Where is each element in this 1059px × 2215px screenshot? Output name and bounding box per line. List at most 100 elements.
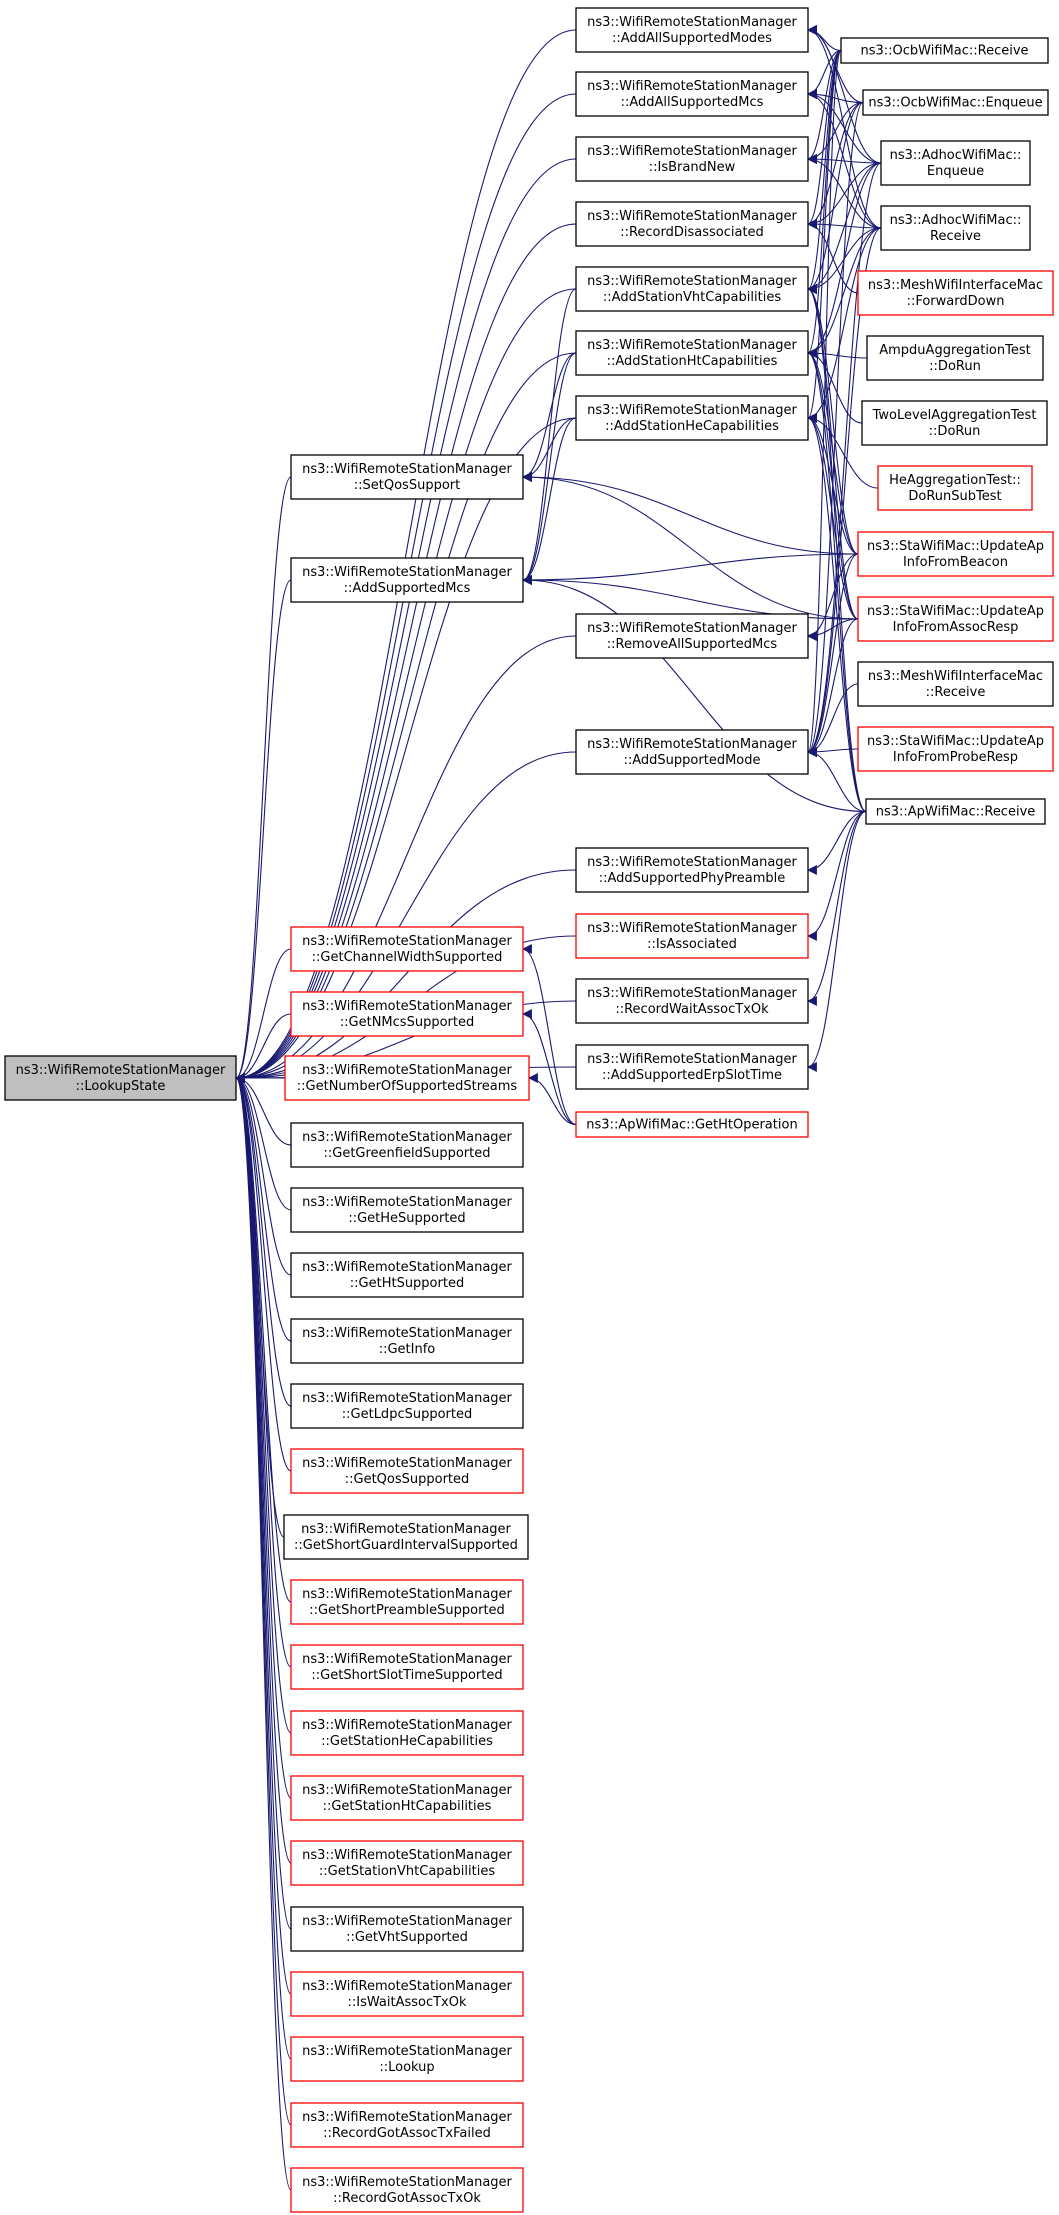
node-addHe[interactable]: ns3::WifiRemoteStationManager::AddStatio… bbox=[575, 395, 809, 441]
node-box bbox=[290, 1971, 524, 2017]
node-box bbox=[575, 266, 809, 312]
node-getChanWidth[interactable]: ns3::WifiRemoteStationManager::GetChanne… bbox=[290, 926, 524, 972]
node-getHt[interactable]: ns3::WifiRemoteStationManager::GetHtSupp… bbox=[290, 1252, 524, 1298]
node-box bbox=[575, 71, 809, 117]
node-getLdpc[interactable]: ns3::WifiRemoteStationManager::GetLdpcSu… bbox=[290, 1383, 524, 1429]
node-box bbox=[575, 847, 809, 893]
node-heAgg[interactable]: HeAggregationTest::DoRunSubTest bbox=[877, 465, 1033, 511]
node-isWaitAssoc[interactable]: ns3::WifiRemoteStationManager::IsWaitAss… bbox=[290, 1971, 524, 2017]
node-meshFwd[interactable]: ns3::MeshWifiInterfaceMac::ForwardDown bbox=[857, 270, 1054, 316]
node-label: Enqueue bbox=[927, 164, 984, 179]
node-label: ns3::WifiRemoteStationManager bbox=[302, 1652, 512, 1667]
node-box bbox=[290, 991, 524, 1037]
node-addAllModes[interactable]: ns3::WifiRemoteStationManager::AddAllSup… bbox=[575, 7, 809, 53]
node-label: ns3::OcbWifiMac::Receive bbox=[860, 44, 1028, 59]
node-apHtOp[interactable]: ns3::ApWifiMac::GetHtOperation bbox=[575, 1111, 809, 1138]
node-adhocEnq[interactable]: ns3::AdhocWifiMac::Enqueue bbox=[880, 140, 1031, 186]
node-label: ::DoRun bbox=[929, 359, 981, 374]
node-apRecv[interactable]: ns3::ApWifiMac::Receive bbox=[865, 798, 1046, 825]
node-getGreenfield[interactable]: ns3::WifiRemoteStationManager::GetGreenf… bbox=[290, 1122, 524, 1168]
node-staProbe[interactable]: ns3::StaWifiMac::UpdateApInfoFromProbeRe… bbox=[857, 726, 1054, 772]
edge-addHt-to-setQos bbox=[522, 352, 577, 482]
node-getShortSlot[interactable]: ns3::WifiRemoteStationManager::GetShortS… bbox=[290, 1644, 524, 1690]
node-addAllMcs[interactable]: ns3::WifiRemoteStationManager::AddAllSup… bbox=[575, 71, 809, 117]
node-getNStreams[interactable]: ns3::WifiRemoteStationManager::GetNumber… bbox=[284, 1055, 530, 1101]
node-label: ns3::WifiRemoteStationManager bbox=[302, 999, 512, 1014]
node-getShortGI[interactable]: ns3::WifiRemoteStationManager::GetShortG… bbox=[283, 1514, 529, 1560]
node-label: ::ForwardDown bbox=[907, 294, 1005, 309]
node-label: ::RecordWaitAssocTxOk bbox=[615, 1002, 769, 1017]
node-label: ::RemoveAllSupportedMcs bbox=[607, 637, 778, 652]
node-getVht[interactable]: ns3::WifiRemoteStationManager::GetVhtSup… bbox=[290, 1906, 524, 1952]
node-label: InfoFromAssocResp bbox=[893, 620, 1019, 635]
edge-getShortPreamble-to-root bbox=[235, 1073, 292, 1603]
node-label: ::GetShortPreambleSupported bbox=[309, 1603, 505, 1618]
node-recordGotFailed[interactable]: ns3::WifiRemoteStationManager::RecordGot… bbox=[290, 2102, 524, 2148]
node-getStaHt[interactable]: ns3::WifiRemoteStationManager::GetStatio… bbox=[290, 1775, 524, 1821]
edge-ocbRecv-to-addMode bbox=[807, 49, 842, 757]
node-twoLevel[interactable]: TwoLevelAggregationTest::DoRun bbox=[861, 400, 1048, 446]
node-label: ns3::WifiRemoteStationManager bbox=[587, 921, 797, 936]
edge-addPhyPreamble-to-root bbox=[235, 869, 577, 1083]
node-label: ns3::StaWifiMac::UpdateAp bbox=[867, 734, 1044, 749]
node-getInfo[interactable]: ns3::WifiRemoteStationManager::GetInfo bbox=[290, 1318, 524, 1364]
node-label: ::AddSupportedPhyPreamble bbox=[599, 871, 786, 886]
node-meshRecv[interactable]: ns3::MeshWifiInterfaceMac::Receive bbox=[857, 661, 1054, 707]
node-addMcs[interactable]: ns3::WifiRemoteStationManager::AddSuppor… bbox=[290, 557, 524, 603]
edge-apHtOp-to-getNMcs bbox=[522, 1009, 577, 1126]
node-recordDisassoc[interactable]: ns3::WifiRemoteStationManager::RecordDis… bbox=[575, 201, 809, 247]
edge-addHe-to-root bbox=[235, 417, 577, 1083]
node-isBrandNew[interactable]: ns3::WifiRemoteStationManager::IsBrandNe… bbox=[575, 136, 809, 182]
node-box bbox=[290, 1579, 524, 1625]
node-addVht[interactable]: ns3::WifiRemoteStationManager::AddStatio… bbox=[575, 266, 809, 312]
node-label: ::RecordGotAssocTxOk bbox=[333, 2191, 481, 2206]
node-label: ns3::WifiRemoteStationManager bbox=[302, 1979, 512, 1994]
node-label: ns3::OcbWifiMac::Enqueue bbox=[868, 96, 1042, 111]
node-getStaVht[interactable]: ns3::WifiRemoteStationManager::GetStatio… bbox=[290, 1840, 524, 1886]
edge-ocbRecv-to-addVht bbox=[807, 49, 842, 294]
node-getStaHe[interactable]: ns3::WifiRemoteStationManager::GetStatio… bbox=[290, 1710, 524, 1756]
node-lookup[interactable]: ns3::WifiRemoteStationManager::Lookup bbox=[290, 2036, 524, 2082]
node-label: ::AddStationHtCapabilities bbox=[607, 354, 778, 369]
node-isAssociated[interactable]: ns3::WifiRemoteStationManager::IsAssocia… bbox=[575, 913, 809, 959]
node-label: ns3::WifiRemoteStationManager bbox=[587, 15, 797, 30]
node-recordWaitAssoc[interactable]: ns3::WifiRemoteStationManager::RecordWai… bbox=[575, 978, 809, 1024]
node-label: ns3::AdhocWifiMac:: bbox=[890, 213, 1022, 228]
node-box bbox=[575, 7, 809, 53]
node-box bbox=[575, 395, 809, 441]
node-addErp[interactable]: ns3::WifiRemoteStationManager::AddSuppor… bbox=[575, 1044, 809, 1090]
node-staAssoc[interactable]: ns3::StaWifiMac::UpdateApInfoFromAssocRe… bbox=[857, 596, 1054, 642]
node-addMode[interactable]: ns3::WifiRemoteStationManager::AddSuppor… bbox=[575, 729, 809, 775]
node-box bbox=[290, 1448, 524, 1494]
node-root[interactable]: ns3::WifiRemoteStationManager::LookupSta… bbox=[4, 1055, 237, 1101]
node-getQos[interactable]: ns3::WifiRemoteStationManager::GetQosSup… bbox=[290, 1448, 524, 1494]
edge-getInfo-to-root bbox=[235, 1073, 292, 1342]
node-box bbox=[857, 726, 1054, 772]
node-setQos[interactable]: ns3::WifiRemoteStationManager::SetQosSup… bbox=[290, 454, 524, 500]
node-label: ns3::WifiRemoteStationManager bbox=[302, 2110, 512, 2125]
node-label: ns3::WifiRemoteStationManager bbox=[302, 1718, 512, 1733]
node-getHe[interactable]: ns3::WifiRemoteStationManager::GetHeSupp… bbox=[290, 1187, 524, 1233]
node-label: ::GetLdpcSupported bbox=[342, 1407, 472, 1422]
node-box bbox=[575, 978, 809, 1024]
node-getShortPreamble[interactable]: ns3::WifiRemoteStationManager::GetShortP… bbox=[290, 1579, 524, 1625]
node-ocbEnq[interactable]: ns3::OcbWifiMac::Enqueue bbox=[862, 89, 1049, 116]
node-recordGotOk[interactable]: ns3::WifiRemoteStationManager::RecordGot… bbox=[290, 2167, 524, 2213]
node-box bbox=[290, 926, 524, 972]
node-adhocRecv[interactable]: ns3::AdhocWifiMac::Receive bbox=[880, 205, 1031, 251]
node-ampdu[interactable]: AmpduAggregationTest::DoRun bbox=[866, 335, 1044, 381]
node-ocbRecv[interactable]: ns3::OcbWifiMac::Receive bbox=[840, 37, 1049, 64]
node-label: ns3::WifiRemoteStationManager bbox=[302, 1063, 512, 1078]
edge-addAllModes-to-root bbox=[235, 29, 577, 1083]
node-box bbox=[283, 1514, 529, 1560]
node-box bbox=[290, 1906, 524, 1952]
node-removeAllMcs[interactable]: ns3::WifiRemoteStationManager::RemoveAll… bbox=[575, 613, 809, 659]
node-label: ns3::WifiRemoteStationManager bbox=[302, 1391, 512, 1406]
node-label: ::AddSupportedMode bbox=[624, 753, 761, 768]
node-addPhyPreamble[interactable]: ns3::WifiRemoteStationManager::AddSuppor… bbox=[575, 847, 809, 893]
edge-ocbRecv-to-addHe bbox=[807, 49, 842, 423]
node-getNMcs[interactable]: ns3::WifiRemoteStationManager::GetNMcsSu… bbox=[290, 991, 524, 1037]
node-addHt[interactable]: ns3::WifiRemoteStationManager::AddStatio… bbox=[575, 330, 809, 376]
